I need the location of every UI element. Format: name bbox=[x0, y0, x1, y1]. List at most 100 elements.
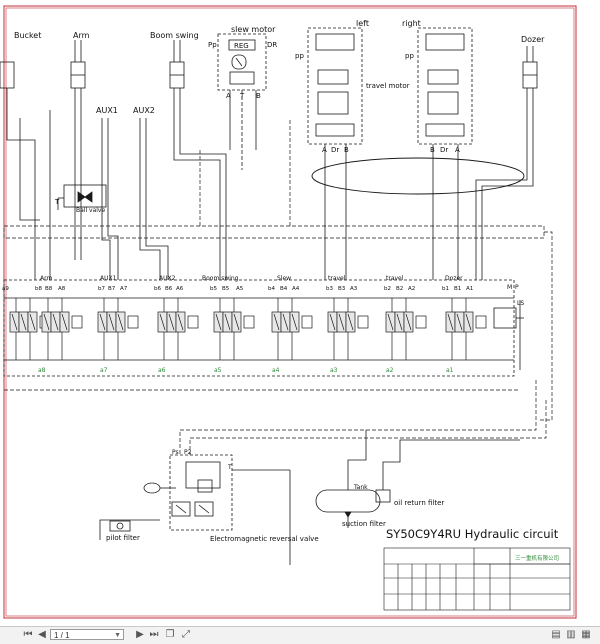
valve-spool bbox=[41, 298, 83, 360]
spool-spring bbox=[301, 315, 313, 329]
travel-left-port-b: B bbox=[344, 146, 349, 154]
travel-left-port-dr: Dr bbox=[331, 146, 339, 154]
travel-right-port-a: A bbox=[455, 146, 460, 154]
inner-border bbox=[5, 7, 575, 617]
spool-arrow bbox=[282, 313, 289, 331]
aux-lines bbox=[19, 118, 169, 280]
travel-left-label: left bbox=[356, 19, 369, 28]
spool-spring bbox=[127, 315, 139, 329]
spool-arrow bbox=[347, 313, 354, 331]
port-label-A2: A2 bbox=[408, 286, 415, 292]
port-label-B8: B8 bbox=[45, 286, 53, 292]
spool-arrow bbox=[224, 313, 231, 331]
port-label-A6: A6 bbox=[176, 286, 184, 292]
spool-arrow bbox=[456, 313, 463, 331]
spool-arrow bbox=[396, 313, 403, 331]
valve-spool bbox=[327, 298, 369, 360]
section-label-arm: Arm bbox=[40, 275, 52, 282]
spool-arrow bbox=[11, 313, 18, 331]
port-label-b2: b2 bbox=[384, 286, 391, 292]
pump-assembly bbox=[99, 454, 291, 565]
page-selector[interactable]: 1 / 1 ▼ bbox=[50, 629, 124, 640]
spool-arrow bbox=[233, 313, 240, 331]
port-label-a4: a4 bbox=[272, 367, 280, 374]
spool-arrow bbox=[465, 313, 472, 331]
port-label-b1: b1 bbox=[442, 286, 449, 292]
slew-port-a: A bbox=[226, 92, 231, 100]
fit-page-icon[interactable]: ⤢ bbox=[182, 629, 190, 640]
slew-reg-label: REG bbox=[234, 42, 249, 50]
page-value: 1 / 1 bbox=[54, 631, 70, 640]
spool-spring bbox=[475, 315, 487, 329]
document-viewer: Bucket Arm Boom swing AUX1 AUX2 T Ball v… bbox=[0, 5, 577, 619]
spool-arrow bbox=[29, 313, 36, 331]
travel-pp-right: pp bbox=[405, 52, 414, 60]
spool-arrow bbox=[338, 313, 345, 331]
section-label-aux2: AUX2 bbox=[159, 275, 176, 282]
section-label-travel-1: travel bbox=[328, 275, 346, 282]
arm-label: Arm bbox=[73, 31, 90, 40]
last-page-icon[interactable]: ⏭ bbox=[149, 629, 159, 640]
spool-arrow bbox=[291, 313, 298, 331]
inlet-block bbox=[493, 300, 524, 370]
spool-arrow bbox=[215, 313, 222, 331]
dozer-cylinder bbox=[475, 46, 538, 280]
arm-cylinder bbox=[70, 40, 86, 260]
section-labels: Arm AUX1 AUX2 Boom swing Slew travel tra… bbox=[40, 275, 463, 282]
pump-port-ps: Ps bbox=[172, 449, 179, 456]
continuous-page-icon[interactable]: ▦ bbox=[581, 629, 591, 640]
port-label-a7: a7 bbox=[100, 367, 108, 374]
spool-arrow bbox=[117, 313, 124, 331]
copy-icon[interactable]: ❐ bbox=[165, 629, 175, 640]
section-label-travel-2: travel bbox=[386, 275, 404, 282]
port-label-b8: b8 bbox=[35, 286, 42, 292]
diagram-title: SY50C9Y4RU Hydraulic circuit bbox=[386, 527, 559, 541]
slew-port-pp: Pp bbox=[208, 41, 217, 49]
next-page-icon[interactable]: ▶ bbox=[136, 629, 144, 640]
suction-filter-label: suction filter bbox=[342, 520, 386, 528]
valve-spool bbox=[9, 298, 51, 360]
port-label-B5: B5 bbox=[222, 286, 230, 292]
section-label-slew: Slew bbox=[277, 275, 291, 282]
port-label-B3: B3 bbox=[338, 286, 346, 292]
port-label-a9: a9 bbox=[2, 286, 9, 292]
valve-spool bbox=[445, 298, 487, 360]
spool-arrow bbox=[108, 313, 115, 331]
port-label-A3: A3 bbox=[350, 286, 358, 292]
first-page-icon[interactable]: ⏮ bbox=[23, 629, 33, 640]
single-page-icon[interactable]: ▤ bbox=[551, 629, 561, 640]
travel-right-port-b: B bbox=[430, 146, 435, 154]
travel-left-port-a: A bbox=[322, 146, 327, 154]
port-label-A4: A4 bbox=[292, 286, 300, 292]
travel-motor-right bbox=[417, 27, 473, 280]
em-valve-text: Electromagnetic reversal valve bbox=[210, 535, 319, 543]
two-page-icon[interactable]: ▥ bbox=[566, 629, 576, 640]
port-label-b4: b4 bbox=[268, 286, 275, 292]
valve-spool bbox=[271, 298, 313, 360]
port-label-A8: A8 bbox=[58, 286, 66, 292]
valve-spools bbox=[9, 298, 487, 360]
spool-arrow bbox=[329, 313, 336, 331]
slew-motor-label: slew motor bbox=[231, 25, 276, 34]
port-label-B6: B6 bbox=[165, 286, 173, 292]
title-block bbox=[383, 547, 571, 611]
manifold-port-p: P bbox=[515, 284, 519, 291]
valve-spool bbox=[97, 298, 139, 360]
travel-pp-left: pp bbox=[295, 52, 304, 60]
section-label-boom-swing: Boom swing bbox=[202, 275, 239, 282]
em-valve-label: Electromagnetic reversal valve bbox=[210, 535, 319, 543]
travel-right-port-dr: Dr bbox=[440, 146, 448, 154]
hose-bundle bbox=[311, 157, 525, 195]
port-label-B1: B1 bbox=[454, 286, 461, 292]
travel-motor-left bbox=[307, 27, 363, 280]
ball-valve-label: Ball valve bbox=[76, 207, 105, 214]
valve-spool bbox=[213, 298, 255, 360]
spool-spring bbox=[415, 315, 427, 329]
previous-page-icon[interactable]: ◀ bbox=[38, 629, 46, 640]
section-label-dozer: Dozer bbox=[445, 275, 463, 282]
oil-return-filter bbox=[375, 439, 520, 503]
section-label-aux1: AUX1 bbox=[100, 275, 117, 282]
spool-arrow bbox=[159, 313, 166, 331]
